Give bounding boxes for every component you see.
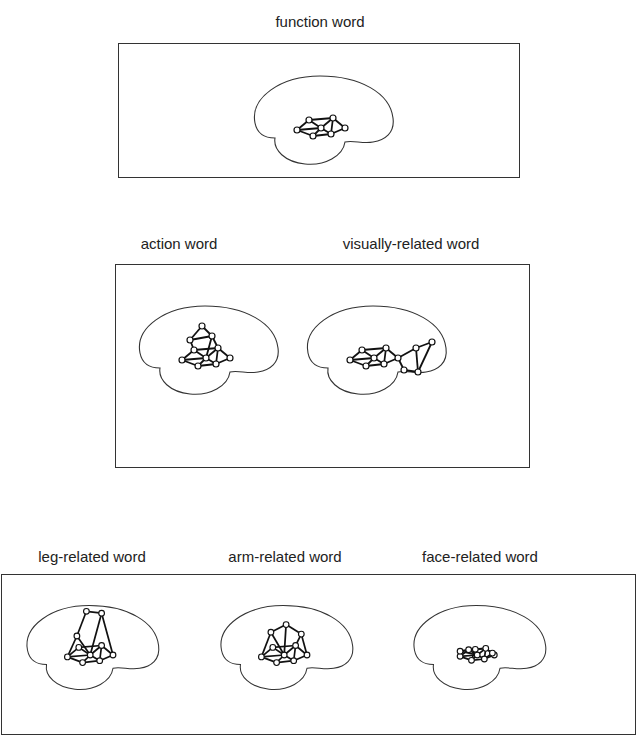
network-neuron [195, 363, 201, 369]
word-type-label: face-related word [422, 548, 538, 566]
network-neuron [457, 648, 463, 654]
brain-outline [254, 76, 393, 164]
network-neuron [413, 345, 419, 351]
network-neuron [209, 333, 215, 339]
network-neuron [330, 115, 336, 121]
network-neuron [80, 660, 86, 666]
network-neuron [304, 652, 310, 658]
network-neuron [310, 133, 316, 139]
network-neuron [227, 355, 233, 361]
network-neuron [259, 654, 265, 660]
brain-figure [27, 606, 159, 690]
brain-figure [221, 606, 353, 690]
network-link [77, 636, 90, 655]
network-neuron [318, 125, 324, 131]
network-neuron [490, 650, 496, 656]
network-neuron [483, 646, 489, 652]
frame-box: leg-related wordarm-related wordface-rel… [1, 574, 636, 735]
frame-box: action wordvisually-related word [115, 264, 530, 468]
network-neuron [203, 355, 209, 361]
network-link [297, 128, 321, 130]
network-neuron [395, 355, 401, 361]
network-neuron [274, 660, 280, 666]
network-neuron [270, 645, 276, 651]
network-link [362, 348, 386, 350]
network-neuron [474, 652, 480, 658]
network-link [79, 646, 102, 648]
network-neuron [481, 656, 487, 662]
word-type-label: action word [141, 235, 218, 253]
network-neuron [281, 652, 287, 658]
network-neuron [401, 367, 407, 373]
network-neuron [74, 633, 80, 639]
network-link [261, 655, 284, 657]
word-type-label: leg-related word [38, 548, 146, 566]
network-neuron [76, 645, 82, 651]
network-neuron [298, 631, 304, 637]
network-neuron [359, 347, 365, 353]
network-neuron [293, 643, 299, 649]
network-link [416, 348, 418, 372]
brain-figure [307, 306, 446, 394]
word-type-label: visually-related word [343, 235, 480, 253]
network-link [77, 611, 87, 636]
network-neuron [65, 654, 71, 660]
network-neuron [347, 357, 353, 363]
network-neuron [215, 345, 221, 351]
brain-figure [139, 306, 278, 394]
network-neuron [213, 361, 219, 367]
network-link [194, 348, 218, 350]
network-neuron [472, 646, 478, 652]
network-link [309, 118, 333, 120]
network-neuron [110, 652, 116, 658]
network-neuron [199, 323, 205, 329]
network-neuron [268, 629, 274, 635]
network-neuron [371, 355, 377, 361]
word-type-label: function word [275, 13, 364, 31]
network-neuron [187, 337, 193, 343]
network-neuron [291, 658, 297, 664]
network-link [418, 342, 432, 372]
brain-outline [221, 606, 353, 690]
network-neuron [179, 357, 185, 363]
network-neuron [381, 361, 387, 367]
network-neuron [99, 643, 105, 649]
network-link [102, 613, 113, 655]
network-neuron [87, 652, 93, 658]
network-neuron [283, 622, 289, 628]
network-neuron [429, 339, 435, 345]
word-type-label: arm-related word [228, 548, 341, 566]
network-link [261, 632, 271, 657]
network-neuron [294, 127, 300, 133]
network-neuron [415, 369, 421, 375]
brain-outline [139, 306, 278, 394]
network-neuron [97, 658, 103, 664]
network-neuron [84, 608, 90, 614]
brain-figure [254, 76, 393, 164]
network-link [284, 625, 286, 655]
network-neuron [466, 647, 472, 653]
network-neuron [363, 363, 369, 369]
network-neuron [469, 657, 475, 663]
network-neuron [306, 117, 312, 123]
network-link [350, 358, 374, 360]
brain-outline [27, 606, 159, 690]
brain-outline [414, 606, 546, 690]
network-link [182, 358, 206, 360]
network-link [90, 613, 101, 655]
brain-outline [307, 306, 446, 394]
network-neuron [99, 610, 105, 616]
brain-figure [414, 606, 546, 690]
network-link [67, 655, 90, 657]
network-link [271, 632, 284, 655]
network-neuron [342, 125, 348, 131]
network-neuron [191, 347, 197, 353]
network-neuron [383, 345, 389, 351]
network-neuron [328, 131, 334, 137]
network-link [67, 636, 77, 657]
frame-box: function word [118, 43, 520, 178]
